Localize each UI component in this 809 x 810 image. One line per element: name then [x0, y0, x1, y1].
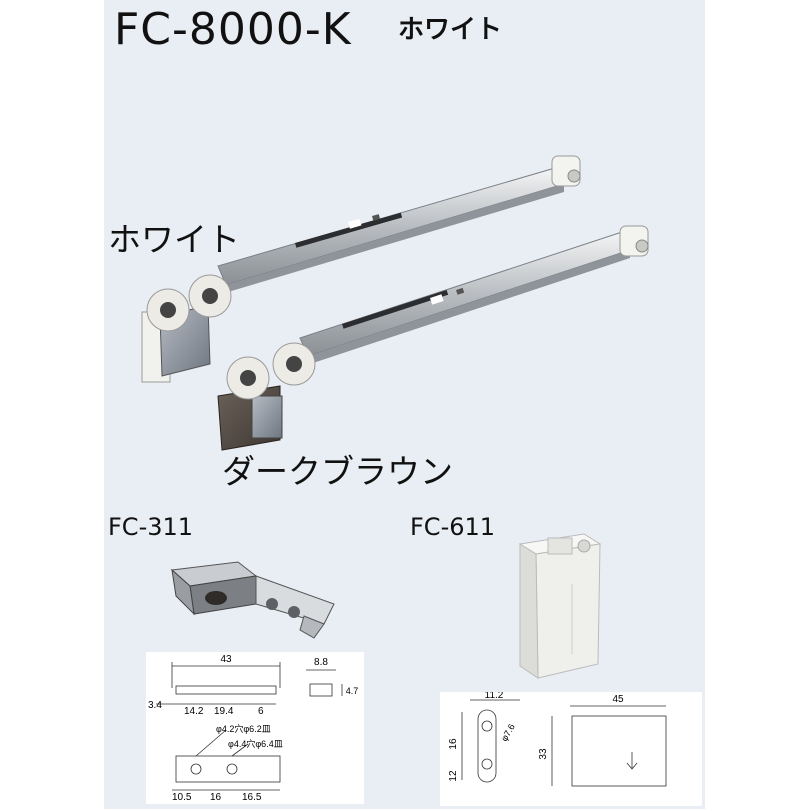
color-label-white: ホワイト: [108, 220, 240, 259]
rail-dark-brown: [299, 225, 649, 364]
rail-roller-illustration: [141, 155, 649, 451]
dim-hole2: φ4.4穴φ6.4皿: [228, 738, 283, 749]
dim-pitch-a: 10.5: [172, 792, 192, 803]
dim-pitch-b: 16: [210, 792, 222, 803]
color-label-dark-brown: ダークブラウン: [222, 452, 453, 491]
fc311-bracket-illustration: [170, 561, 335, 639]
dim-length: 43: [220, 654, 232, 665]
dim-seg2: 19.4: [214, 706, 234, 717]
dim-hole: φ7.6: [499, 722, 517, 743]
fc611-block-illustration: [518, 533, 602, 679]
rail-white: [217, 155, 581, 292]
roller-unit-white: [141, 274, 232, 383]
dim-width: 8.8: [314, 657, 328, 668]
dim-lower: 12: [448, 770, 459, 782]
dim-upper: 16: [448, 738, 459, 750]
dim-pitch-c: 16.5: [242, 792, 262, 803]
dim-seg1: 14.2: [184, 706, 204, 717]
end-roller-icon: [619, 225, 649, 257]
dim-height: 4.7: [346, 686, 359, 696]
dim-height: 33: [538, 748, 549, 760]
part-label-fc611: FC-611: [410, 513, 496, 541]
model-title: FC-8000-K: [114, 4, 352, 55]
part-label-fc311: FC-311: [108, 513, 194, 541]
color-title: ホワイト: [398, 15, 503, 45]
end-roller-icon: [551, 155, 581, 187]
roller-unit-dark-brown: [217, 342, 316, 451]
dim-width: 45: [612, 694, 624, 705]
dim-top: 11.2: [485, 692, 504, 701]
dim-seg3: 6: [258, 706, 264, 717]
fc311-dimension-drawing: 43 8.8 4.7 3.4 14.2 19.4 6 φ4.2穴φ6.2皿 φ4…: [146, 652, 364, 804]
dim-hole1: φ4.2穴φ6.2皿: [216, 723, 271, 734]
dim-offset: 3.4: [148, 700, 162, 711]
fc611-dimension-drawing: 11.2 45 33 16 12 φ7.6: [440, 690, 702, 806]
